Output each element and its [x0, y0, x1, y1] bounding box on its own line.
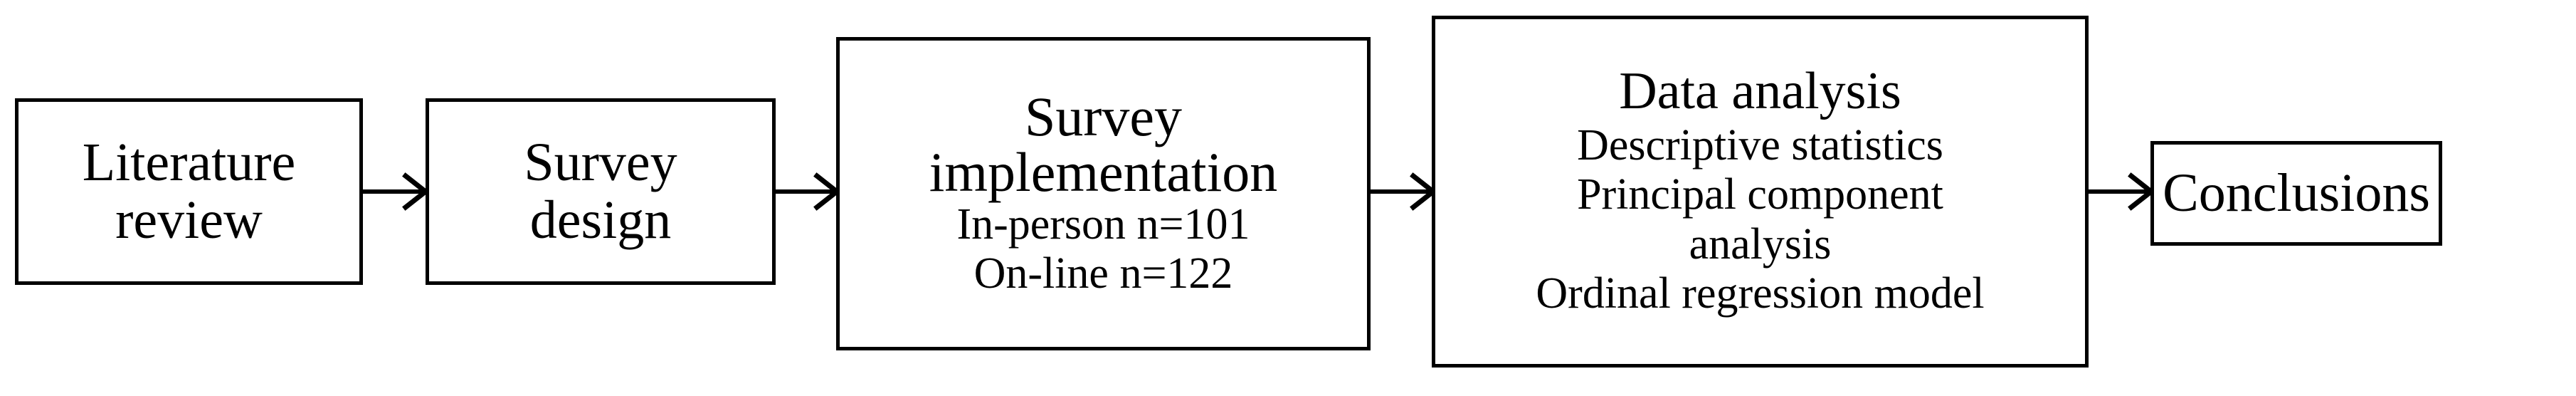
node-survey-implementation[interactable]: Survey implementation In-person n=101 On…	[836, 37, 1371, 350]
node-literature-review[interactable]: Literature review	[15, 98, 363, 285]
node-data-analysis-method-2: Principal component	[1577, 170, 1943, 219]
node-survey-implementation-in-person-count: In-person n=101	[956, 199, 1250, 249]
node-literature-review-line-2: review	[115, 190, 263, 250]
node-data-analysis-method-1: Descriptive statistics	[1577, 120, 1943, 170]
node-survey-design[interactable]: Survey design	[426, 98, 776, 285]
node-conclusions-label: Conclusions	[2163, 163, 2430, 224]
node-conclusions[interactable]: Conclusions	[2150, 141, 2442, 246]
node-data-analysis-method-3: Ordinal regression model	[1536, 269, 1985, 318]
node-data-analysis[interactable]: Data analysis Descriptive statistics Pri…	[1432, 16, 2089, 368]
node-survey-design-line-2: design	[529, 190, 672, 250]
arrow-right-icon-edge-1	[363, 170, 427, 213]
node-data-analysis-method-2-cont: analysis	[1689, 219, 1832, 269]
node-survey-implementation-line-2: implementation	[929, 140, 1278, 203]
node-literature-review-line-1: Literature	[82, 132, 296, 193]
node-survey-implementation-online-count: On-line n=122	[973, 249, 1233, 298]
node-survey-implementation-line-1: Survey	[1025, 85, 1182, 147]
node-survey-design-line-1: Survey	[524, 132, 677, 193]
arrow-right-icon-edge-4	[2089, 170, 2153, 213]
node-data-analysis-title: Data analysis	[1619, 62, 1901, 121]
arrow-right-icon-edge-3	[1371, 170, 1435, 213]
arrow-right-icon-edge-2	[776, 170, 838, 213]
